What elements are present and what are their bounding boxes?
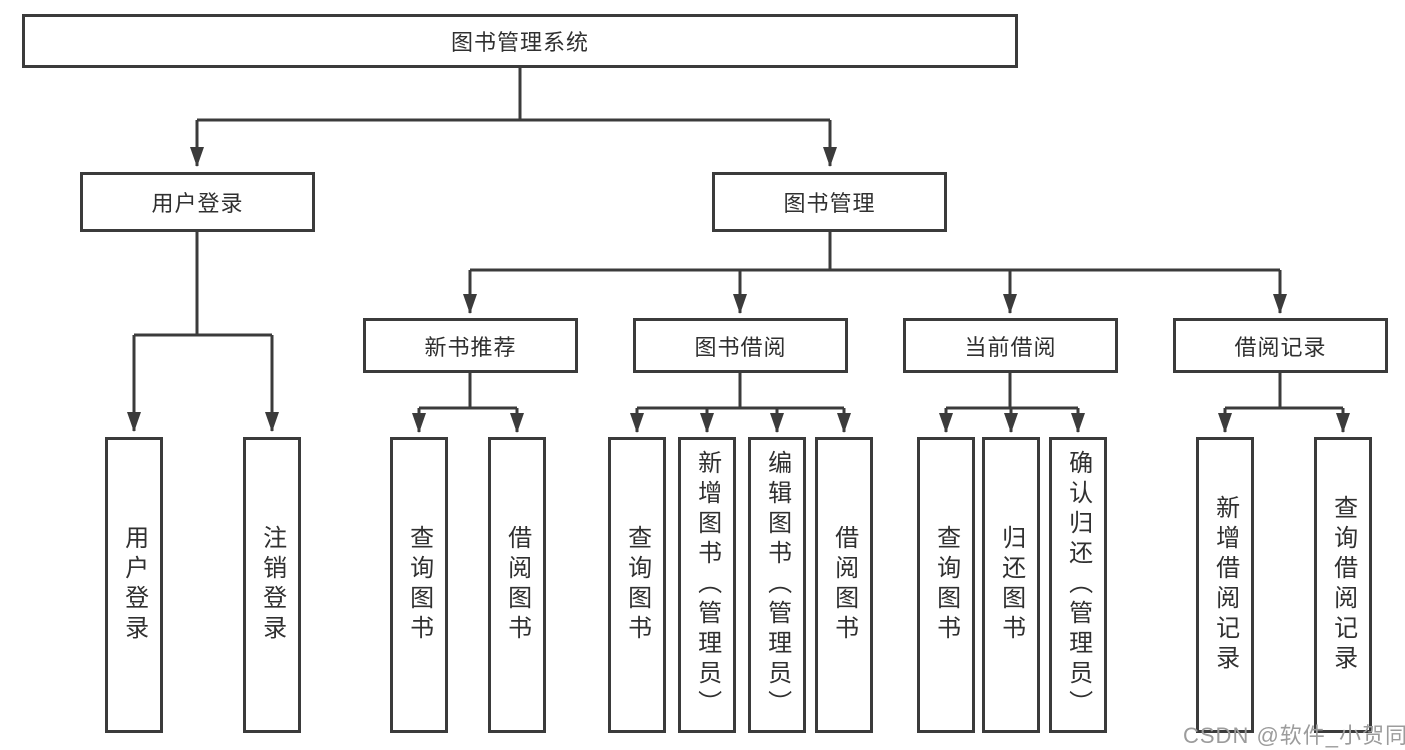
leaf-nb-borrow-books: 借阅图书 xyxy=(488,437,546,733)
leaf-br-add-record: 新增借阅记录 xyxy=(1196,437,1254,733)
node-label: 查询图书 xyxy=(932,525,960,645)
leaf-cb-confirm-return-admin: 确认归还（管理员） xyxy=(1049,437,1107,733)
node-book-borrow: 图书借阅 xyxy=(633,318,848,373)
leaf-bb-edit-books-admin: 编辑图书（管理员） xyxy=(748,437,806,733)
leaf-cb-query-books: 查询图书 xyxy=(917,437,975,733)
csdn-watermark: CSDN @软件_小贺同学 xyxy=(1183,723,1405,748)
leaf-bb-borrow-books: 借阅图书 xyxy=(815,437,873,733)
leaf-bb-add-books-admin: 新增图书（管理员） xyxy=(678,437,736,733)
node-root-system: 图书管理系统 xyxy=(22,14,1018,68)
node-label: 新书推荐 xyxy=(424,334,517,360)
node-label: 查询借阅记录 xyxy=(1329,495,1357,675)
node-current-borrow: 当前借阅 xyxy=(903,318,1118,373)
node-label: 图书借阅 xyxy=(694,334,787,360)
leaf-logout: 注销登录 xyxy=(243,437,301,733)
node-label: 当前借阅 xyxy=(964,334,1057,360)
leaf-bb-query-books: 查询图书 xyxy=(608,437,666,733)
node-label: 编辑图书（管理员） xyxy=(763,450,791,720)
node-label: 归还图书 xyxy=(997,525,1025,645)
node-label: 借阅图书 xyxy=(503,525,531,645)
node-label: 用户登录 xyxy=(120,525,148,645)
leaf-user-login: 用户登录 xyxy=(105,437,163,733)
node-label: 借阅图书 xyxy=(830,525,858,645)
node-label: 图书管理 xyxy=(783,191,876,216)
node-label: 注销登录 xyxy=(258,525,286,645)
node-label: 查询图书 xyxy=(623,525,651,645)
node-label: 用户登录 xyxy=(151,191,244,216)
node-label: 新增借阅记录 xyxy=(1211,495,1239,675)
leaf-br-query-record: 查询借阅记录 xyxy=(1314,437,1372,733)
node-label: 新增图书（管理员） xyxy=(693,450,721,720)
node-label: 查询图书 xyxy=(405,525,433,645)
node-label: 图书管理系统 xyxy=(450,30,589,55)
node-label: 确认归还（管理员） xyxy=(1064,450,1092,720)
node-borrow-records: 借阅记录 xyxy=(1173,318,1388,373)
node-new-book-recommend: 新书推荐 xyxy=(363,318,578,373)
leaf-nb-query-books: 查询图书 xyxy=(390,437,448,733)
node-label: 借阅记录 xyxy=(1234,334,1327,360)
node-user-login: 用户登录 xyxy=(80,172,315,232)
leaf-cb-return-books: 归还图书 xyxy=(982,437,1040,733)
node-book-management: 图书管理 xyxy=(712,172,947,232)
